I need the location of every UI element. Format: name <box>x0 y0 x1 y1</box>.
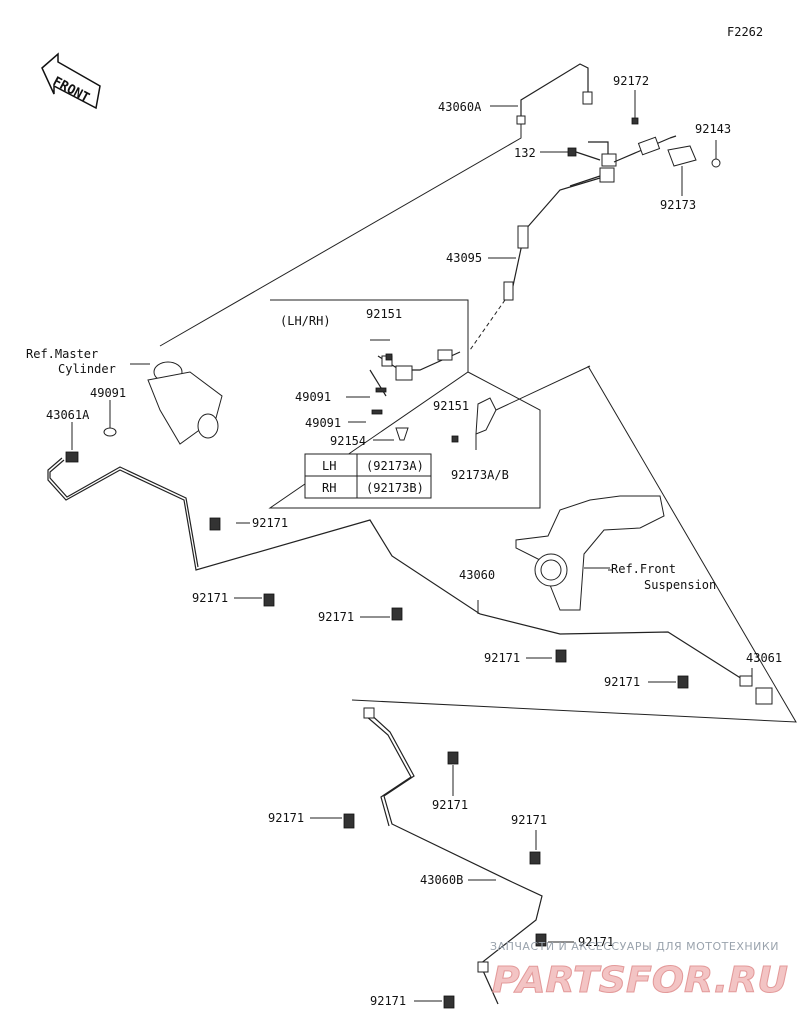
label-49091-b: 49091 <box>305 416 341 430</box>
label-ref-master-1: Ref.Master <box>26 347 98 361</box>
label-43061A: 43061A <box>46 408 90 422</box>
master-cylinder <box>65 361 223 463</box>
label-92151-b: 92151 <box>433 399 469 413</box>
label-92171-5: 92171 <box>604 675 640 689</box>
label-92171-8: 92171 <box>511 813 547 827</box>
table-side-lh: LH <box>322 459 336 473</box>
label-49091-a: 49091 <box>295 390 331 404</box>
leader-lines <box>234 105 753 1002</box>
label-92173: 92173 <box>660 198 696 212</box>
watermark-tagline: ЗАПЧАСТИ И АКСЕССУАРЫ ДЛЯ МОТОТЕХНИКИ <box>490 940 779 953</box>
label-43060: 43060 <box>459 568 495 582</box>
label-92173AB: 92173A/B <box>451 468 509 482</box>
label-43060B: 43060B <box>420 873 463 887</box>
upper-brake-line <box>159 63 721 351</box>
label-49091-c: 49091 <box>90 386 126 400</box>
label-92171-1: 92171 <box>252 516 288 530</box>
label-92143: 92143 <box>695 122 731 136</box>
label-132: 132 <box>514 146 536 160</box>
label-92171-6: 92171 <box>432 798 468 812</box>
lhrh-detail-box <box>268 299 591 509</box>
label-lhrh: (LH/RH) <box>280 314 331 328</box>
label-92171-2: 92171 <box>192 591 228 605</box>
label-ref-front-1: Ref.Front <box>611 562 676 576</box>
front-suspension-knuckle <box>515 495 665 611</box>
front-arrow-icon: FRONT <box>41 52 101 110</box>
label-ref-front-2: Suspension <box>644 578 716 592</box>
label-92171-10: 92171 <box>370 994 406 1008</box>
label-43095: 43095 <box>446 251 482 265</box>
label-92171-9: 92171 <box>578 935 614 949</box>
label-92172: 92172 <box>613 74 649 88</box>
table-part-lh: (92173A) <box>366 459 424 473</box>
label-92151-a: 92151 <box>366 307 402 321</box>
label-92171-3: 92171 <box>318 610 354 624</box>
label-43060A: 43060A <box>438 100 482 114</box>
label-43061: 43061 <box>746 651 782 665</box>
brake-line-43060B <box>367 711 543 1005</box>
label-ref-master-2: Cylinder <box>58 362 116 376</box>
label-92154: 92154 <box>330 434 366 448</box>
table-side-rh: RH <box>322 481 336 495</box>
label-92171-7: 92171 <box>268 811 304 825</box>
clamp-icon <box>209 517 689 1009</box>
watermark-brand: PARTSFOR.RU <box>492 960 788 1001</box>
label-92171-4: 92171 <box>484 651 520 665</box>
table-part-rh: (92173B) <box>366 481 424 495</box>
brake-line-43060 <box>47 457 751 685</box>
diagram-code: F2262 <box>727 25 763 39</box>
